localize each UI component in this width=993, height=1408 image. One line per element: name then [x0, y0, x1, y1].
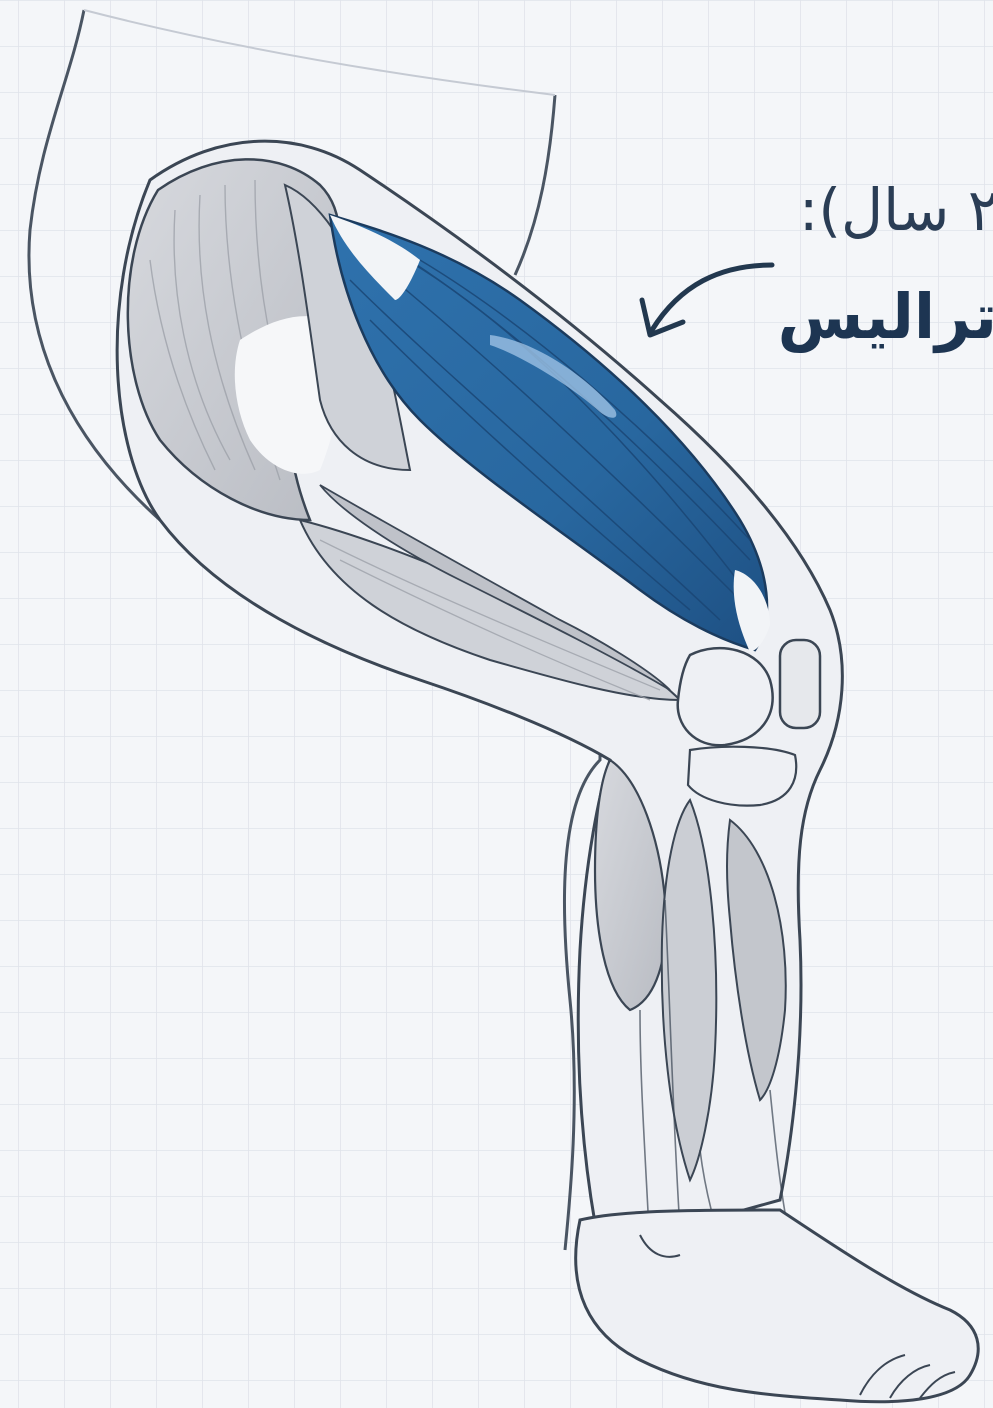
- label-line-1: ۲ سال):: [799, 176, 993, 244]
- label-line-2: ترالیس: [778, 280, 993, 353]
- patella: [780, 640, 820, 728]
- tibia-head: [688, 747, 796, 806]
- femur-condyle: [678, 648, 773, 745]
